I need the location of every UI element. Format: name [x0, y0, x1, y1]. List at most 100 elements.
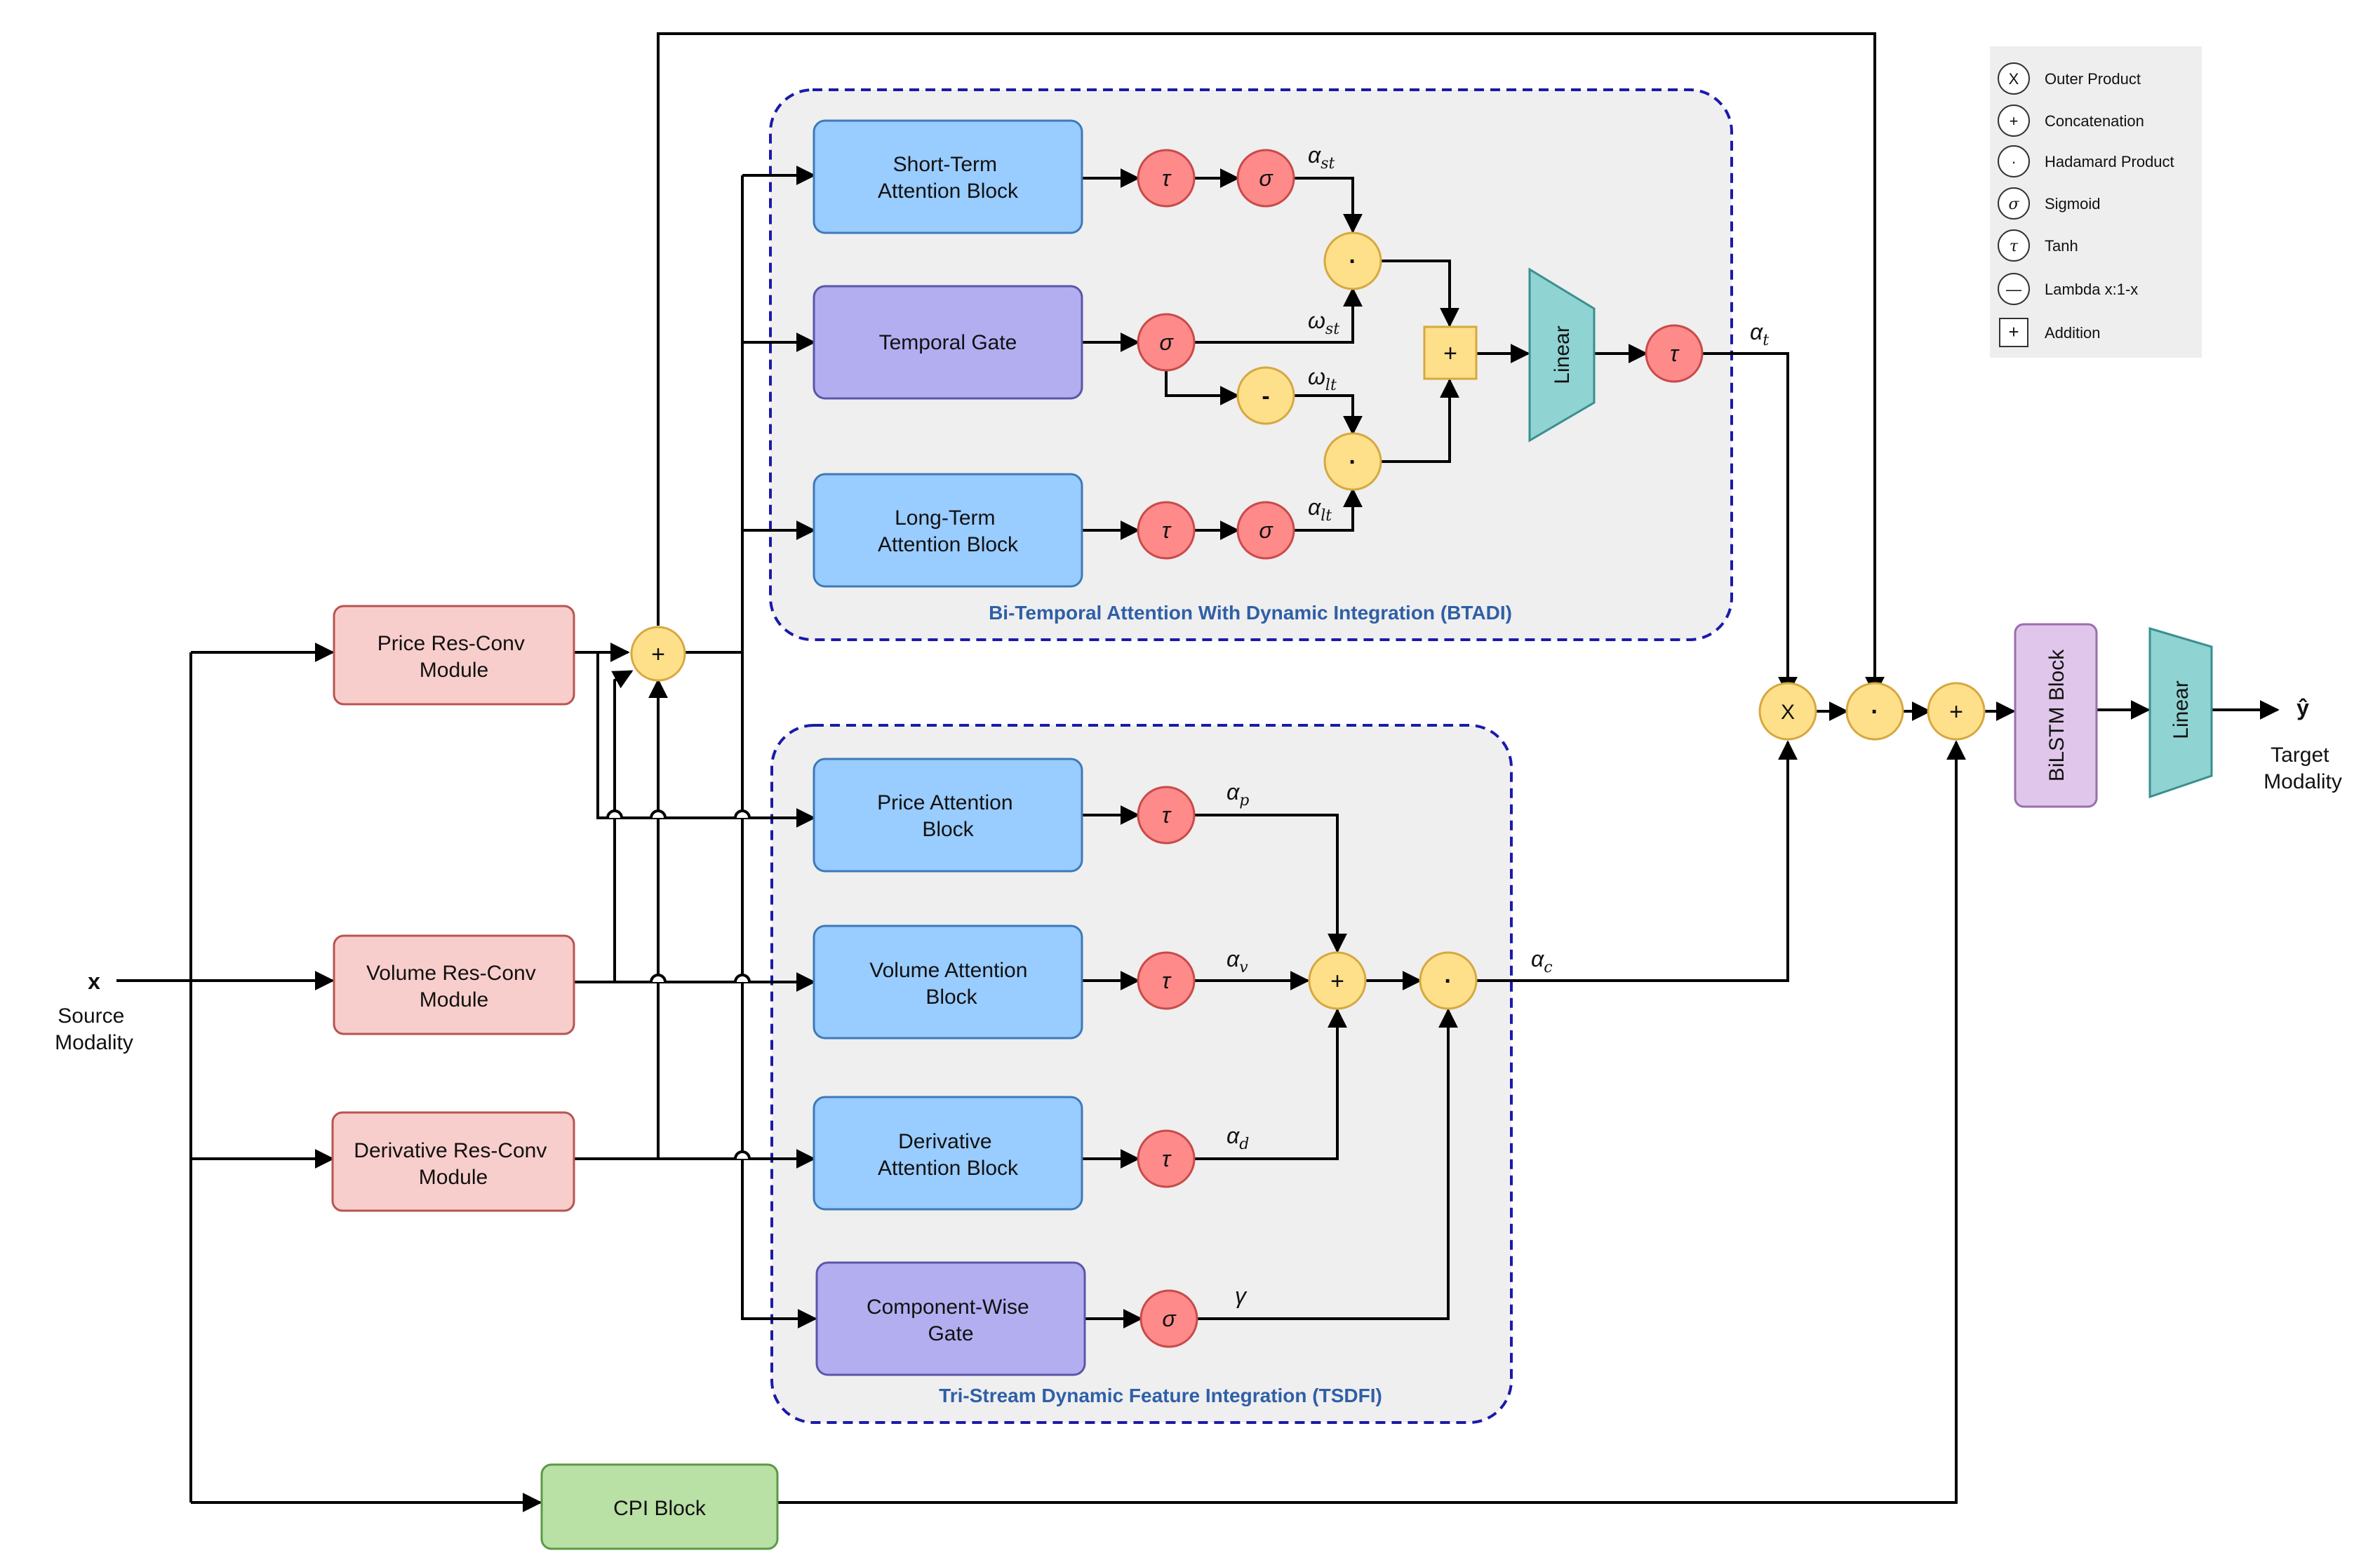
- omega-lt-label: ωlt: [1308, 364, 1337, 394]
- component-gate-line1: Component-Wise: [867, 1296, 1029, 1319]
- output-linear-layer: Linear: [2148, 626, 2213, 799]
- lt-hadamard-node: ·: [1323, 432, 1382, 491]
- gate-sigmoid-node-tsdfi: σ: [1139, 1289, 1198, 1348]
- line-hops: [606, 809, 751, 1159]
- alpha-st-sub: st: [1321, 155, 1335, 173]
- lt-hadamard-symbol: ·: [1349, 449, 1356, 476]
- long-term-line1: Long-Term: [895, 506, 995, 530]
- volume-tanh-symbol: τ: [1162, 968, 1172, 993]
- component-wise-gate-block: Component-Wise Gate: [815, 1261, 1086, 1376]
- bilstm-label: BiLSTM Block: [2045, 649, 2068, 781]
- output-hadamard-node: ·: [1845, 682, 1904, 741]
- alpha-st-label: αst: [1308, 142, 1335, 173]
- derivative-tanh-symbol: τ: [1162, 1146, 1172, 1171]
- st-sigmoid-symbol: σ: [1259, 166, 1273, 191]
- short-term-line2: Attention Block: [878, 180, 1019, 203]
- legend-label-3: Sigmoid: [2045, 195, 2100, 213]
- alpha-d-sub: d: [1239, 1136, 1249, 1153]
- volume-attn-line1: Volume Attention: [869, 959, 1027, 982]
- x-symbol: x: [88, 969, 100, 994]
- volume-attn-line2: Block: [925, 986, 977, 1009]
- price-module-line2: Module: [420, 659, 488, 682]
- svg-text:Component-Wise Gate: Component-Wise Gate: [867, 1296, 1035, 1345]
- svg-text:Short-Term Attention Blo: Short-Term Attention Block: [878, 153, 1019, 203]
- derivative-module-line1: Derivative Res-Conv: [354, 1139, 547, 1162]
- btadi-tanh-symbol: τ: [1670, 341, 1680, 366]
- price-attention-block: Price Attention Block: [813, 758, 1083, 873]
- volume-tanh-node: τ: [1137, 951, 1196, 1010]
- gamma-label: γ: [1235, 1283, 1248, 1308]
- svg-text:Long-Term Attention Bloc: Long-Term Attention Block: [878, 506, 1019, 556]
- gate-sigmoid-node: σ: [1137, 313, 1196, 372]
- omega-st-sub: st: [1325, 321, 1339, 338]
- legend-symbol-3: σ: [2008, 196, 2019, 213]
- svg-text:Price Res-Conv Module: Price Res-Conv Module: [377, 632, 530, 682]
- omega-lt-base: ω: [1308, 364, 1325, 389]
- legend-label-2: Hadamard Product: [2045, 153, 2174, 170]
- btadi-linear-layer: Linear: [1528, 267, 1596, 443]
- connectors: [116, 32, 2280, 1512]
- output-linear-label: Linear: [2170, 680, 2193, 739]
- tsdfi-group: [770, 724, 1513, 1424]
- legend-symbol-6: +: [2008, 321, 2019, 342]
- alpha-c-label: αc: [1531, 946, 1553, 976]
- omega-st-base: ω: [1308, 308, 1325, 333]
- svg-text:Volume Attention Block: Volume Attention Block: [869, 959, 1034, 1009]
- derivative-attn-line2: Attention Block: [878, 1157, 1019, 1180]
- temporal-gate-block: Temporal Gate: [813, 285, 1083, 400]
- derivative-res-conv-module: Derivative Res-Conv Module: [331, 1111, 575, 1212]
- outer-product-symbol: X: [1781, 701, 1795, 724]
- svg-text:Volume Res-Conv Module: Volume Res-Conv Module: [366, 962, 542, 1011]
- alpha-t-label: αt: [1750, 319, 1769, 349]
- target-label: Target Modality: [2264, 744, 2342, 793]
- omega-lt-sub: lt: [1325, 377, 1337, 394]
- tsdfi-title: Tri-Stream Dynamic Feature Integration (…: [939, 1385, 1382, 1406]
- legend-label-0: Outer Product: [2045, 70, 2141, 88]
- input-concat-node: +: [630, 626, 686, 682]
- legend-symbol-5: —: [2006, 281, 2021, 298]
- tsdfi-concat-node: +: [1308, 951, 1367, 1010]
- lambda-symbol: -: [1262, 383, 1269, 410]
- derivative-module-line2: Module: [419, 1166, 488, 1189]
- tsdfi-hadamard-node: ·: [1419, 951, 1478, 1010]
- price-attn-line2: Block: [922, 818, 974, 841]
- short-term-line1: Short-Term: [893, 153, 997, 176]
- derivative-attn-line1: Derivative: [898, 1130, 991, 1153]
- legend-symbol-0: X: [2009, 70, 2019, 88]
- long-term-line2: Attention Block: [878, 533, 1019, 556]
- st-sigmoid-node: σ: [1236, 149, 1295, 208]
- volume-attention-block: Volume Attention Block: [813, 924, 1083, 1040]
- alpha-p-sub: p: [1239, 792, 1249, 809]
- legend-items: X Outer Product + Concatenation · Hadama…: [1998, 62, 2174, 347]
- lt-tanh-node: τ: [1137, 501, 1196, 560]
- btadi-addition-node: +: [1423, 325, 1478, 380]
- omega-st-label: ωst: [1308, 308, 1339, 338]
- legend-symbol-1: +: [2010, 112, 2019, 130]
- output-concat-node: +: [1927, 682, 1986, 741]
- price-tanh-symbol: τ: [1162, 802, 1172, 828]
- target-line2: Modality: [2264, 770, 2342, 793]
- source-label: Source Modality: [55, 1004, 133, 1054]
- lt-tanh-symbol: τ: [1162, 518, 1172, 543]
- source-line1: Source: [58, 1004, 124, 1028]
- alpha-c-sub: c: [1544, 959, 1552, 976]
- outer-product-node: X: [1758, 682, 1817, 741]
- alpha-st-base: α: [1308, 142, 1321, 168]
- tsdfi-hadamard-symbol: ·: [1444, 968, 1452, 995]
- output-concat-symbol: +: [1949, 699, 1963, 725]
- bilstm-block: BiLSTM Block: [2014, 623, 2098, 808]
- component-gate-line2: Gate: [928, 1322, 973, 1345]
- source-line2: Modality: [55, 1031, 133, 1054]
- alpha-v-sub: v: [1239, 959, 1248, 976]
- input-concat-symbol: +: [651, 641, 665, 668]
- btadi-tanh-node: τ: [1645, 324, 1704, 383]
- cpi-block: CPI Block: [540, 1463, 779, 1550]
- target-line1: Target: [2271, 744, 2329, 767]
- alpha-d-base: α: [1226, 1123, 1240, 1148]
- price-res-conv-module: Price Res-Conv Module: [333, 605, 575, 706]
- alpha-lt-base: α: [1308, 495, 1321, 520]
- tsdfi-concat-symbol: +: [1330, 968, 1344, 995]
- alpha-t-base: α: [1750, 319, 1763, 344]
- svg-text:Derivative Attention Blo: Derivative Attention Block: [878, 1130, 1019, 1180]
